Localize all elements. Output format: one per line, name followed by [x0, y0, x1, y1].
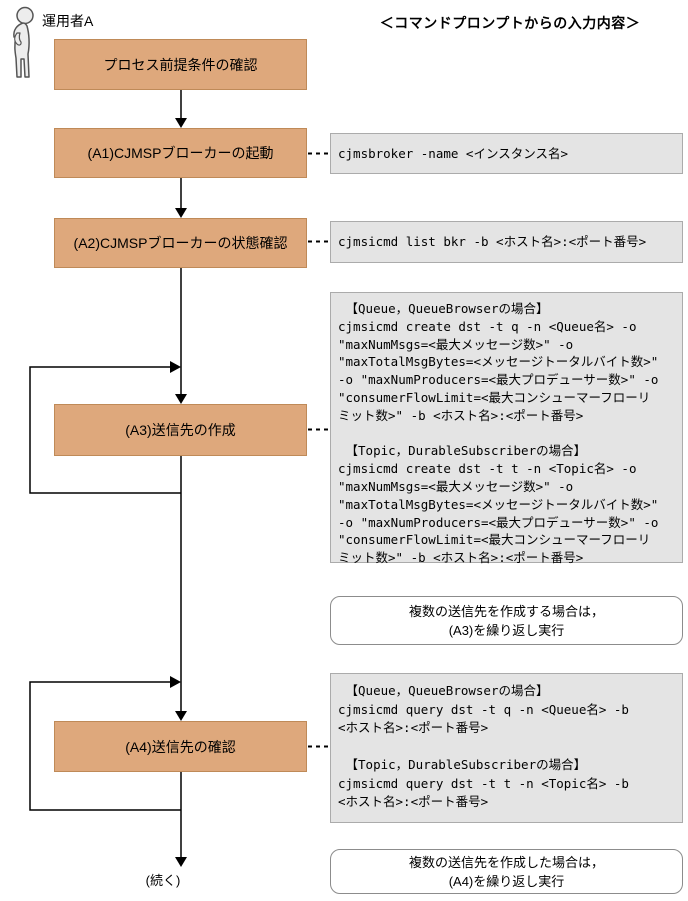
operator-person-icon: [13, 6, 34, 78]
actor-label: 運用者A: [42, 13, 94, 29]
command-box-a1: cjmsbroker -name <インスタンス名>: [330, 133, 683, 174]
process-box-a1: (A1)CJMSPブローカーの起動: [54, 128, 307, 178]
process-box-a3: (A3)送信先の作成: [54, 404, 307, 456]
process-box-a2: (A2)CJMSPブローカーの状態確認: [54, 218, 307, 268]
process-box-a4: (A4)送信先の確認: [54, 721, 307, 772]
page-title: ＜コマンドプロンプトからの入力内容＞: [379, 15, 641, 31]
command-box-a3: 【Queue，QueueBrowserの場合】 cjmsicmd create …: [330, 292, 683, 565]
command-box-a2: cjmsicmd list bkr -b <ホスト名>:<ポート番号>: [330, 221, 683, 263]
process-box-precondition: プロセス前提条件の確認: [54, 39, 307, 90]
note-box-a4-repeat: 複数の送信先を作成した場合は， (A4)を繰り返し実行: [330, 849, 683, 894]
continue-label: (続く): [145, 873, 181, 888]
note-box-a3-repeat: 複数の送信先を作成する場合は， (A3)を繰り返し実行: [330, 596, 683, 645]
command-box-a4: 【Queue，QueueBrowserの場合】 cjmsicmd query d…: [330, 673, 683, 823]
